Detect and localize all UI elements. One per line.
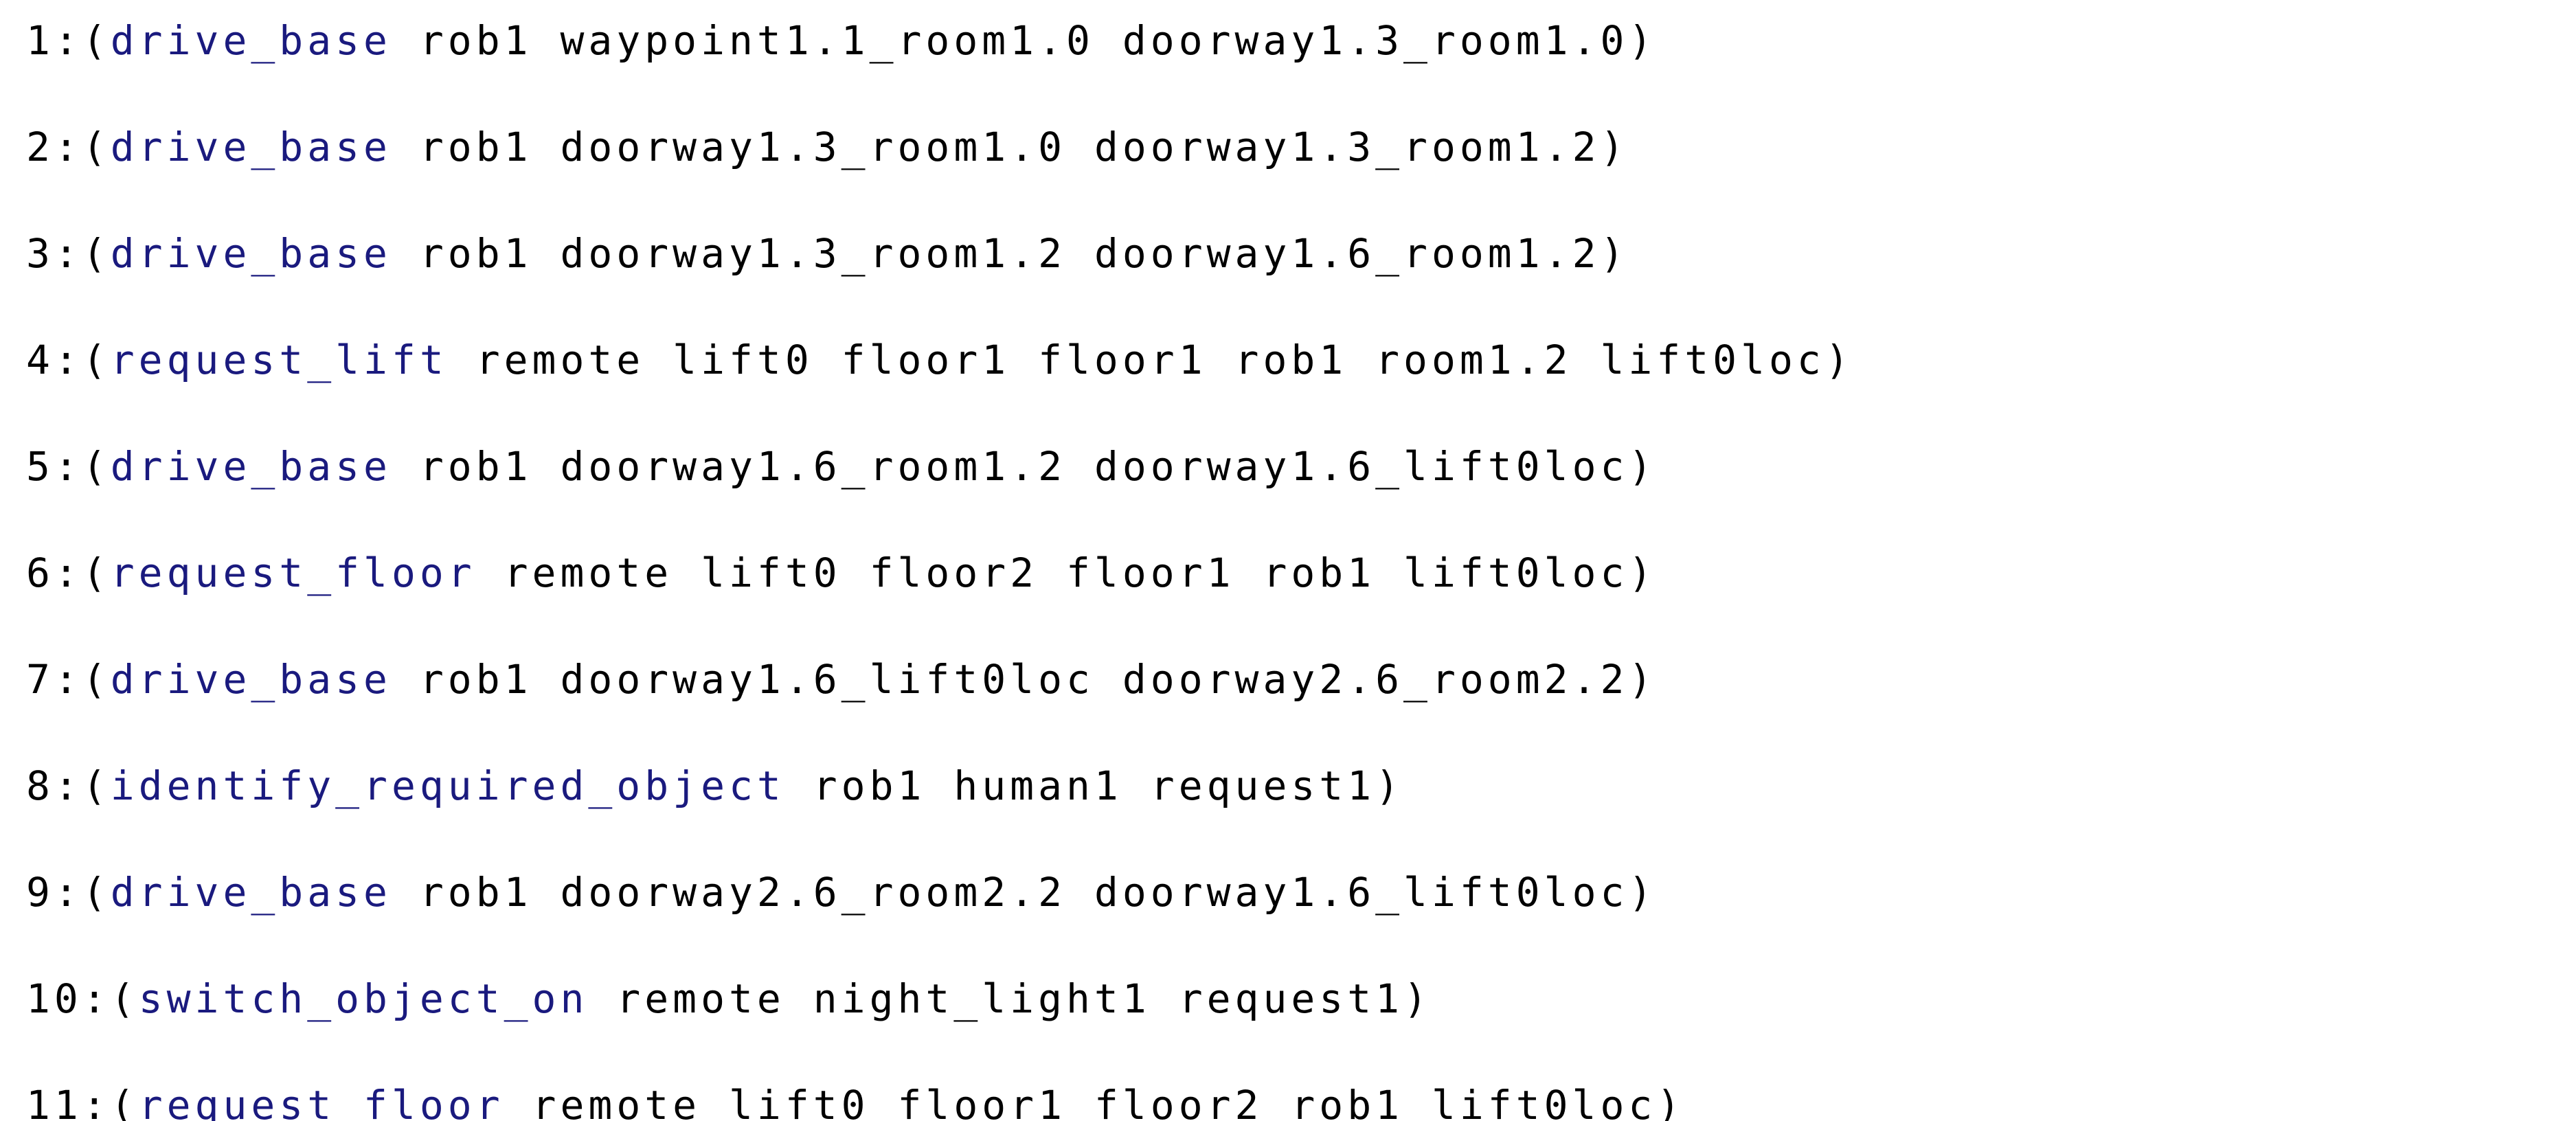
action-name: drive_base <box>110 656 392 703</box>
action-args: remote lift0 floor2 floor1 rob1 lift0loc… <box>475 550 1657 596</box>
line-number: 6:( <box>26 550 111 596</box>
plan-step-7: 7:(drive_base rob1 doorway1.6_lift0loc d… <box>26 650 2576 710</box>
action-name: request_lift <box>110 337 448 383</box>
action-name: drive_base <box>110 869 392 916</box>
action-args: rob1 doorway1.3_room1.0 doorway1.3_room1… <box>391 124 1629 170</box>
plan-step-2: 2:(drive_base rob1 doorway1.3_room1.0 do… <box>26 117 2576 177</box>
plan-step-4: 4:(request_lift remote lift0 floor1 floo… <box>26 330 2576 390</box>
line-number: 10:( <box>26 975 139 1022</box>
action-name: drive_base <box>110 230 392 277</box>
action-args: rob1 doorway1.3_room1.2 doorway1.6_room1… <box>391 230 1629 277</box>
action-args: rob1 doorway1.6_lift0loc doorway2.6_room… <box>391 656 1657 703</box>
action-args: remote night_light1 request1) <box>588 975 1432 1022</box>
action-name: identify_required_object <box>110 762 785 809</box>
plan-step-5: 5:(drive_base rob1 doorway1.6_room1.2 do… <box>26 437 2576 497</box>
line-number: 8:( <box>26 762 111 809</box>
action-args: remote lift0 floor1 floor2 rob1 lift0loc… <box>504 1082 1685 1121</box>
plan-step-6: 6:(request_floor remote lift0 floor2 flo… <box>26 543 2576 603</box>
plan-step-1: 1:(drive_base rob1 waypoint1.1_room1.0 d… <box>26 11 2576 71</box>
line-number: 4:( <box>26 337 111 383</box>
plan-step-3: 3:(drive_base rob1 doorway1.3_room1.2 do… <box>26 224 2576 284</box>
line-number: 1:( <box>26 17 111 64</box>
line-number: 7:( <box>26 656 111 703</box>
action-name: drive_base <box>110 124 392 170</box>
action-args: rob1 doorway1.6_room1.2 doorway1.6_lift0… <box>391 443 1657 490</box>
line-number: 2:( <box>26 124 111 170</box>
action-args: remote lift0 floor1 floor1 rob1 room1.2 … <box>447 337 1853 383</box>
action-name: request_floor <box>110 550 476 596</box>
action-name: request_floor <box>138 1082 504 1121</box>
action-name: drive_base <box>110 443 392 490</box>
plan-step-11: 11:(request_floor remote lift0 floor1 fl… <box>26 1076 2576 1121</box>
line-number: 11:( <box>26 1082 139 1121</box>
line-number: 5:( <box>26 443 111 490</box>
action-args: rob1 doorway2.6_room2.2 doorway1.6_lift0… <box>391 869 1657 916</box>
line-number: 3:( <box>26 230 111 277</box>
action-args: rob1 waypoint1.1_room1.0 doorway1.3_room… <box>391 17 1657 64</box>
action-name: switch_object_on <box>138 975 589 1022</box>
action-name: drive_base <box>110 17 392 64</box>
plan-step-9: 9:(drive_base rob1 doorway2.6_room2.2 do… <box>26 863 2576 922</box>
plan-step-8: 8:(identify_required_object rob1 human1 … <box>26 756 2576 816</box>
line-number: 9:( <box>26 869 111 916</box>
action-args: rob1 human1 request1) <box>784 762 1404 809</box>
plan-step-10: 10:(switch_object_on remote night_light1… <box>26 969 2576 1029</box>
